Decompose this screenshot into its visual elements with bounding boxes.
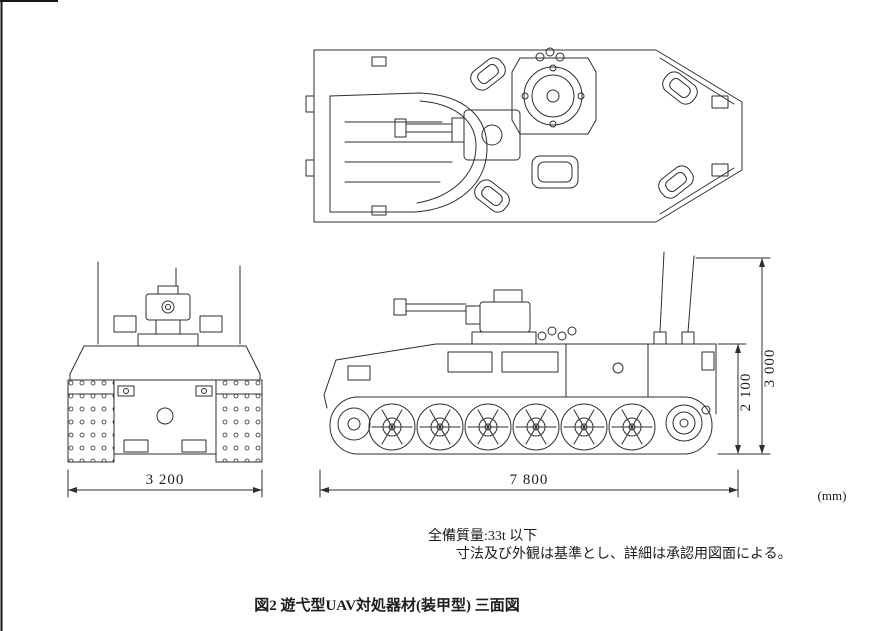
dimension-front-width (67, 469, 263, 498)
figure-caption: 図2 遊弋型UAV対処器材(装甲型) 三面図 (254, 596, 520, 614)
side-view (323, 251, 717, 455)
dim-overall-height-label: 3 000 (762, 349, 778, 388)
front-view (67, 261, 263, 463)
dim-side-length-label: 7 800 (510, 472, 549, 488)
page-edge-line (0, 0, 58, 631)
dimension-side-length (319, 469, 739, 498)
unit-label: (mm) (818, 488, 847, 503)
dim-front-width-label: 3 200 (146, 472, 185, 488)
dimension-hull-height (717, 343, 771, 455)
note-mass: 全備質量:33t 以下 (428, 527, 537, 544)
top-view (305, 47, 743, 223)
dim-hull-height-label: 2 100 (738, 373, 754, 412)
note-dimensions: 寸法及び外観は基準とし、詳細は承認用図面による。 (456, 545, 792, 562)
dimension-overall-height (695, 257, 771, 455)
